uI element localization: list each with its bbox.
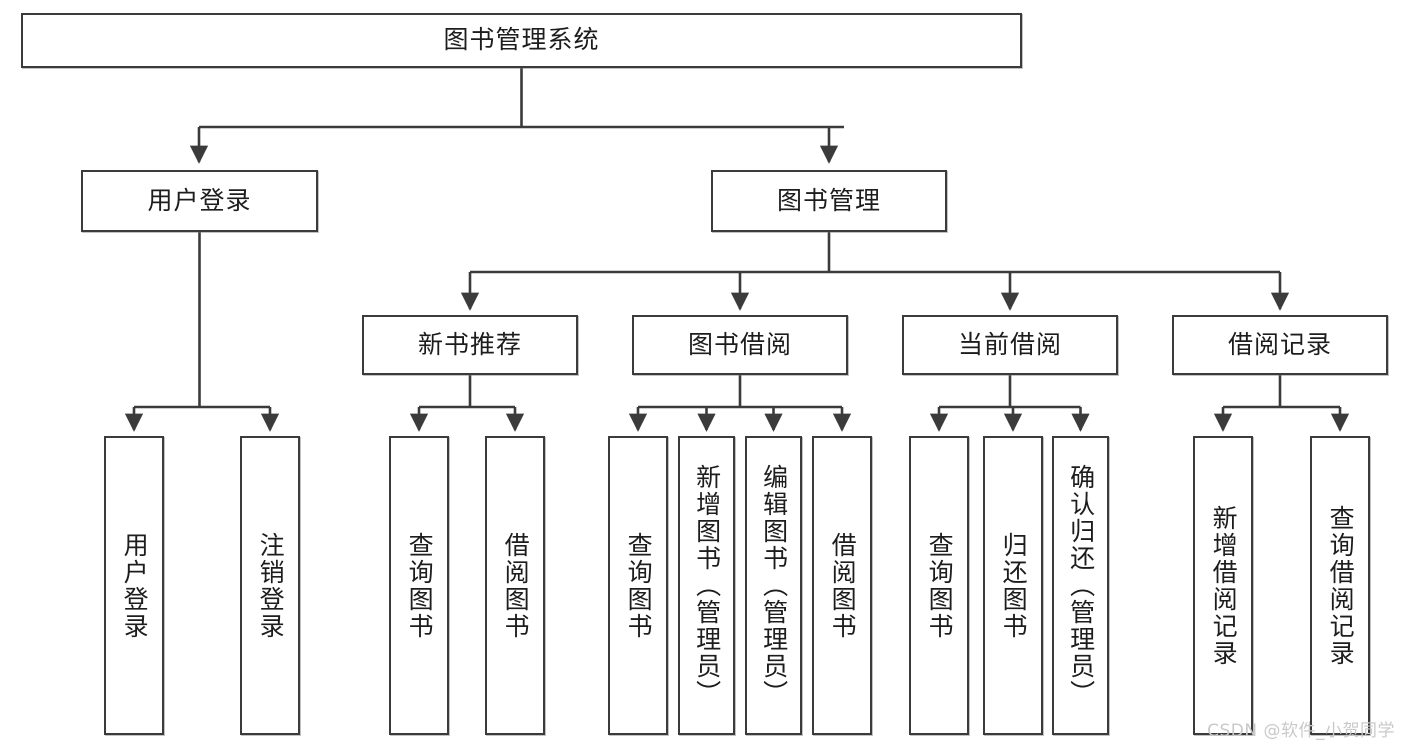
- node-leaf-borrow-book-1-label: 借阅图书: [501, 531, 531, 640]
- node-leaf-borrow-book-2[interactable]: 借阅图书: [812, 436, 872, 735]
- node-leaf-add-book-label: 新增图书（管理员）: [692, 464, 722, 707]
- node-book-borrow-label: 图书借阅: [687, 329, 792, 359]
- node-leaf-query-borrow-record[interactable]: 查询借阅记录: [1310, 436, 1370, 735]
- node-leaf-query-book-1-label: 查询图书: [405, 531, 435, 640]
- node-new-book-recommend[interactable]: 新书推荐: [362, 315, 578, 375]
- node-leaf-user-logout[interactable]: 注销登录: [240, 436, 300, 735]
- node-book-manage[interactable]: 图书管理: [711, 170, 947, 232]
- node-book-manage-label: 图书管理: [776, 185, 881, 215]
- node-current-borrow-label: 当前借阅: [957, 329, 1062, 359]
- node-leaf-user-logout-label: 注销登录: [256, 531, 286, 640]
- node-leaf-add-book[interactable]: 新增图书（管理员）: [678, 436, 735, 735]
- node-root[interactable]: 图书管理系统: [21, 13, 1022, 68]
- node-borrow-record[interactable]: 借阅记录: [1172, 315, 1388, 375]
- node-new-book-recommend-label: 新书推荐: [417, 329, 522, 359]
- node-leaf-query-book-2-label: 查询图书: [624, 531, 654, 640]
- node-leaf-confirm-return[interactable]: 确认归还（管理员）: [1052, 436, 1109, 735]
- node-leaf-query-book-1[interactable]: 查询图书: [389, 436, 449, 735]
- node-leaf-edit-book[interactable]: 编辑图书（管理员）: [745, 436, 802, 735]
- node-leaf-query-borrow-record-label: 查询借阅记录: [1326, 504, 1356, 667]
- node-leaf-add-borrow-record-label: 新增借阅记录: [1209, 504, 1239, 667]
- node-leaf-confirm-return-label: 确认归还（管理员）: [1066, 464, 1096, 707]
- node-current-borrow[interactable]: 当前借阅: [902, 315, 1118, 375]
- node-leaf-borrow-book-2-label: 借阅图书: [828, 531, 858, 640]
- node-leaf-query-book-2[interactable]: 查询图书: [608, 436, 668, 735]
- node-leaf-query-book-3-label: 查询图书: [925, 531, 955, 640]
- node-root-label: 图书管理系统: [443, 25, 600, 55]
- node-borrow-record-label: 借阅记录: [1227, 329, 1332, 359]
- node-leaf-edit-book-label: 编辑图书（管理员）: [759, 464, 789, 707]
- node-leaf-query-book-3[interactable]: 查询图书: [909, 436, 969, 735]
- node-leaf-return-book-label: 归还图书: [999, 531, 1029, 640]
- node-leaf-return-book[interactable]: 归还图书: [983, 436, 1043, 735]
- node-user-login-label: 用户登录: [147, 185, 252, 215]
- node-leaf-user-login[interactable]: 用户登录: [104, 436, 164, 735]
- node-book-borrow[interactable]: 图书借阅: [632, 315, 848, 375]
- node-leaf-add-borrow-record[interactable]: 新增借阅记录: [1193, 436, 1253, 735]
- node-leaf-user-login-label: 用户登录: [120, 531, 150, 640]
- watermark: CSDN @软件_小贺同学: [1207, 721, 1395, 741]
- node-leaf-borrow-book-1[interactable]: 借阅图书: [485, 436, 545, 735]
- node-user-login[interactable]: 用户登录: [81, 170, 318, 232]
